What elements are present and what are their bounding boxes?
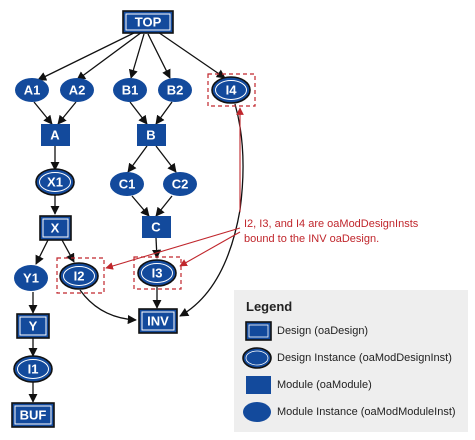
legend-title: Legend (246, 299, 292, 314)
node-label: Y1 (23, 271, 39, 286)
design-top[interactable]: TOP (122, 10, 174, 34)
edge-c2-c (155, 195, 173, 217)
node-label: C (151, 220, 161, 235)
edge-top-i4 (154, 29, 226, 79)
node-label: I2 (74, 269, 85, 284)
design-y[interactable]: Y (16, 313, 50, 339)
legend-label: Module Instance (oaModModuleInst) (277, 406, 456, 418)
edge-b-c2 (155, 145, 177, 173)
node-label: A1 (24, 83, 41, 98)
edge-a2-a (57, 101, 77, 125)
design-buf[interactable]: BUF (11, 402, 55, 428)
highlight-box-i3 (133, 256, 182, 290)
module-instance-c2[interactable]: C2 (163, 172, 197, 196)
annotation-line-1: I2, I3, and I4 are oaModDesignInsts (244, 218, 419, 230)
design-x[interactable]: X (39, 215, 72, 241)
module-instance-c1[interactable]: C1 (110, 172, 144, 196)
design-instance-i3[interactable]: I3 (137, 259, 177, 287)
node-label: Y (29, 319, 38, 334)
highlight-boxes (56, 73, 256, 294)
edge-c1-c (131, 195, 150, 217)
module-a[interactable]: A (41, 124, 70, 146)
edge-i2-inv (79, 289, 137, 325)
module-instance-y1[interactable]: Y1 (14, 265, 48, 291)
node-label: B1 (122, 83, 139, 98)
design-instance-x1[interactable]: X1 (35, 168, 75, 196)
legend-box (234, 290, 468, 432)
legend-label: Module (oaModule) (277, 379, 372, 391)
legend: Legend Design (oaDesign) Design Instance… (234, 290, 468, 432)
annotation-arrow-i3 (179, 231, 241, 267)
module-instance-a2[interactable]: A2 (60, 78, 94, 102)
node-label: B2 (167, 83, 184, 98)
node-label: INV (147, 314, 169, 329)
node-label: A (50, 128, 60, 143)
design-instance-i2[interactable]: I2 (59, 262, 99, 290)
module-instance-b1[interactable]: B1 (113, 78, 147, 102)
edge-top-a2 (76, 31, 143, 81)
edge-a1-a (33, 101, 53, 125)
edge-x-y1 (35, 239, 49, 265)
edge-b2-b (155, 101, 173, 125)
annotation-arrow-i2 (105, 227, 241, 270)
module-b[interactable]: B (137, 124, 166, 146)
module-instance-a1[interactable]: A1 (15, 78, 49, 102)
edge-top-a1 (37, 29, 141, 81)
node-label: I4 (226, 83, 238, 98)
legend-item-design-instance: Design Instance (oaModDesignInst) (242, 347, 452, 369)
edge-c-i3 (152, 237, 162, 259)
highlight-box-i4 (207, 73, 256, 107)
node-label: X1 (47, 175, 63, 190)
edge-x-i2 (61, 239, 75, 263)
annotation-arrows (105, 107, 244, 270)
legend-item-design: Design (oaDesign) (245, 321, 368, 341)
module-instance-b2[interactable]: B2 (158, 78, 192, 102)
module-c[interactable]: C (142, 216, 171, 238)
edge-i4-inv (179, 103, 244, 317)
design-inv[interactable]: INV (138, 308, 178, 334)
node-label: TOP (135, 15, 162, 30)
node-label: I1 (28, 362, 39, 377)
edge-top-b1 (128, 33, 145, 79)
edges (28, 29, 244, 403)
edge-b1-b (129, 101, 148, 125)
node-label: BUF (20, 408, 47, 423)
legend-item-module: Module (oaModule) (246, 376, 372, 394)
legend-label: Design (oaDesign) (277, 325, 368, 337)
node-label: X (51, 221, 60, 236)
node-label: I3 (152, 266, 163, 281)
node-label: C1 (119, 177, 136, 192)
node-label: B (146, 128, 155, 143)
edge-b-c1 (127, 145, 148, 173)
node-label: A2 (69, 83, 86, 98)
node-label: C2 (172, 177, 189, 192)
design-instance-i1[interactable]: I1 (13, 355, 53, 383)
legend-item-module-instance: Module Instance (oaModModuleInst) (243, 402, 456, 422)
edge-top-b2 (147, 33, 171, 79)
highlight-box-i2 (56, 257, 105, 294)
annotation-line-2: bound to the INV oaDesign. (244, 233, 379, 245)
design-instance-i4[interactable]: I4 (211, 76, 251, 104)
legend-label: Design Instance (oaModDesignInst) (277, 352, 452, 364)
